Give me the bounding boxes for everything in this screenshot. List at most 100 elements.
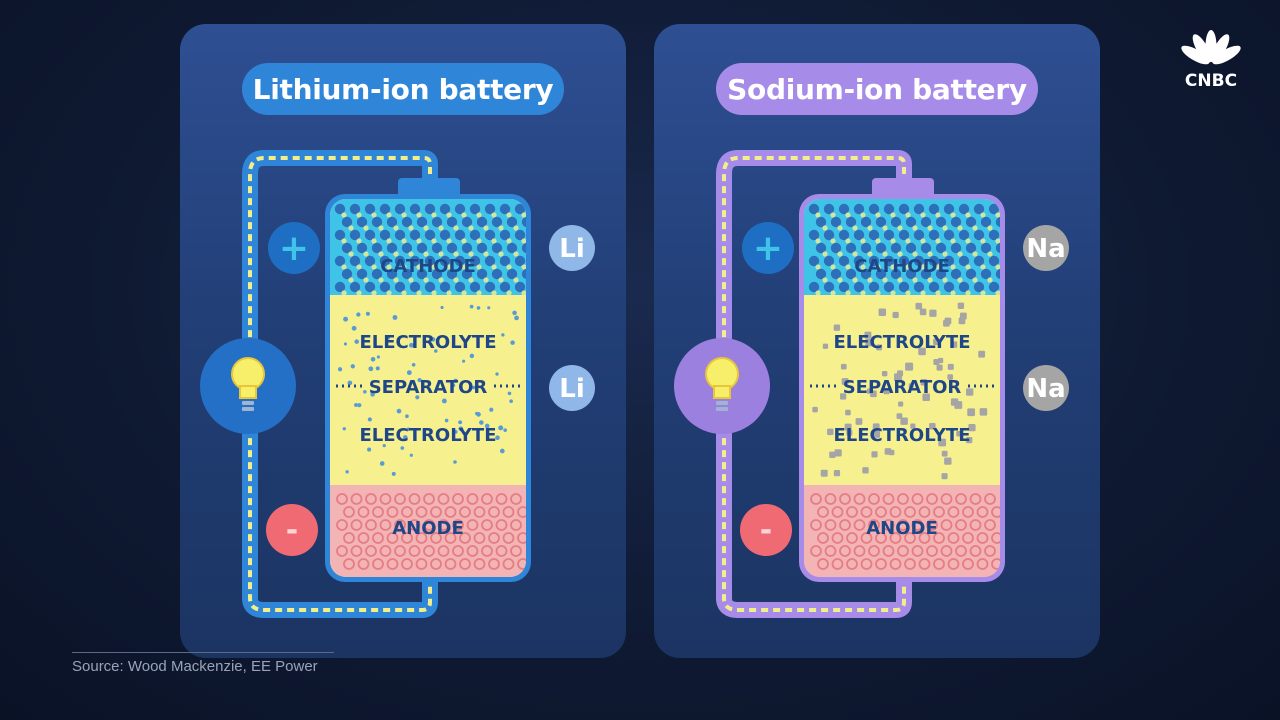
anode-lattice — [372, 532, 384, 544]
cathode-grain — [860, 238, 866, 244]
cathode-grain — [852, 277, 858, 283]
ion-particle — [347, 380, 353, 386]
anode-lattice — [911, 545, 924, 557]
cathode-particle — [469, 281, 481, 293]
cathode-particle — [883, 203, 895, 215]
ion-particle — [376, 355, 380, 359]
cathode-particle — [439, 255, 451, 267]
cathode-particle — [875, 268, 887, 280]
cathode-grain — [446, 264, 452, 270]
ion-particle — [440, 305, 444, 310]
cathode-particle — [454, 281, 466, 293]
cathode-grain — [453, 225, 459, 231]
cathode-particle — [349, 203, 361, 215]
cathode-particle — [349, 229, 361, 241]
cathode-grain — [461, 290, 467, 296]
anode-lattice — [350, 545, 363, 557]
cathode-grain — [446, 238, 452, 244]
cathode-particle — [830, 242, 842, 254]
cathode-grain — [521, 290, 526, 296]
ion-particle — [354, 339, 359, 344]
anode-lattice — [918, 532, 931, 544]
ion-particle — [892, 311, 899, 319]
cathode-particle — [943, 229, 955, 241]
ion-particle — [450, 383, 456, 388]
cathode-particle — [439, 203, 451, 215]
cathode-particle — [838, 255, 850, 267]
cathode-particle — [875, 216, 887, 228]
cathode-grain — [341, 238, 347, 244]
ion-particle — [834, 449, 842, 457]
anode-lattice — [365, 545, 377, 557]
cathode-particle — [499, 281, 511, 293]
cathode-particle — [815, 242, 827, 254]
cathode-particle — [965, 216, 977, 228]
cathode-grain — [957, 225, 963, 231]
cathode-particle — [446, 216, 458, 228]
cathode-particle — [838, 229, 850, 241]
anode-lattice — [401, 532, 413, 544]
cathode-particle — [341, 216, 353, 228]
anode-lattice — [495, 493, 508, 505]
anode-lattice — [817, 506, 829, 518]
cathode-particle — [980, 268, 992, 280]
cathode-particle — [958, 255, 970, 267]
cathode-grain — [867, 251, 873, 257]
ion-particle — [967, 408, 976, 417]
anode-lattice — [991, 558, 1000, 570]
cathode-particle — [439, 229, 451, 241]
anode-lattice — [897, 493, 909, 505]
cathode-particle — [845, 242, 857, 254]
cathode-grain — [401, 264, 407, 270]
anode-lattice — [379, 493, 392, 505]
cathode-grain — [935, 264, 941, 270]
plus-icon: + — [753, 228, 783, 269]
anode-lattice — [933, 558, 945, 570]
cathode-particle — [988, 281, 1000, 293]
cathode-particle — [356, 216, 368, 228]
ion-particle — [471, 385, 476, 390]
ion-particle — [864, 331, 872, 339]
ion-particle — [370, 356, 376, 362]
cathode-particle — [980, 216, 992, 228]
ion-particle — [386, 335, 391, 340]
cathode-particle — [935, 242, 947, 254]
anode-lattice — [430, 532, 442, 544]
cathode-particle — [860, 268, 872, 280]
ion-particle — [402, 435, 408, 440]
anode-lattice — [933, 506, 945, 518]
anode-lattice — [488, 506, 500, 518]
ion-particle — [434, 349, 438, 353]
cathode-label: CATHODE — [380, 256, 476, 277]
cathode-particle — [491, 268, 503, 280]
cathode-grain — [416, 290, 422, 296]
ion-particle — [370, 392, 375, 397]
cathode-grain — [897, 251, 903, 257]
cathode-grain — [965, 290, 971, 296]
cathode-particle — [484, 255, 496, 267]
ion-particle — [920, 379, 928, 386]
anode-lattice — [846, 532, 858, 544]
cathode-grain — [845, 238, 851, 244]
anode-lattice — [810, 493, 822, 505]
ion-particle — [495, 372, 499, 376]
anode-lattice — [444, 506, 457, 518]
cathode-particle — [356, 268, 368, 280]
anode-lattice — [473, 558, 486, 570]
anode-lattice — [926, 545, 938, 557]
cathode-particle — [431, 242, 443, 254]
lithium-ion-diagram: CATHODEELECTROLYTESEPARATORELECTROLYTEAN… — [200, 150, 595, 618]
cathode-particle — [371, 216, 383, 228]
ion-particle — [345, 470, 349, 474]
anode-lattice — [839, 519, 851, 531]
cathode-particle — [995, 268, 1000, 280]
ion-particle — [950, 341, 958, 348]
cathode-grain — [476, 290, 482, 296]
cathode-particle — [860, 242, 872, 254]
cathode-grain — [393, 225, 399, 231]
anode-lattice — [423, 493, 435, 505]
cathode-particle — [521, 268, 526, 280]
cathode-particle — [905, 242, 917, 254]
cathode-grain — [927, 251, 933, 257]
